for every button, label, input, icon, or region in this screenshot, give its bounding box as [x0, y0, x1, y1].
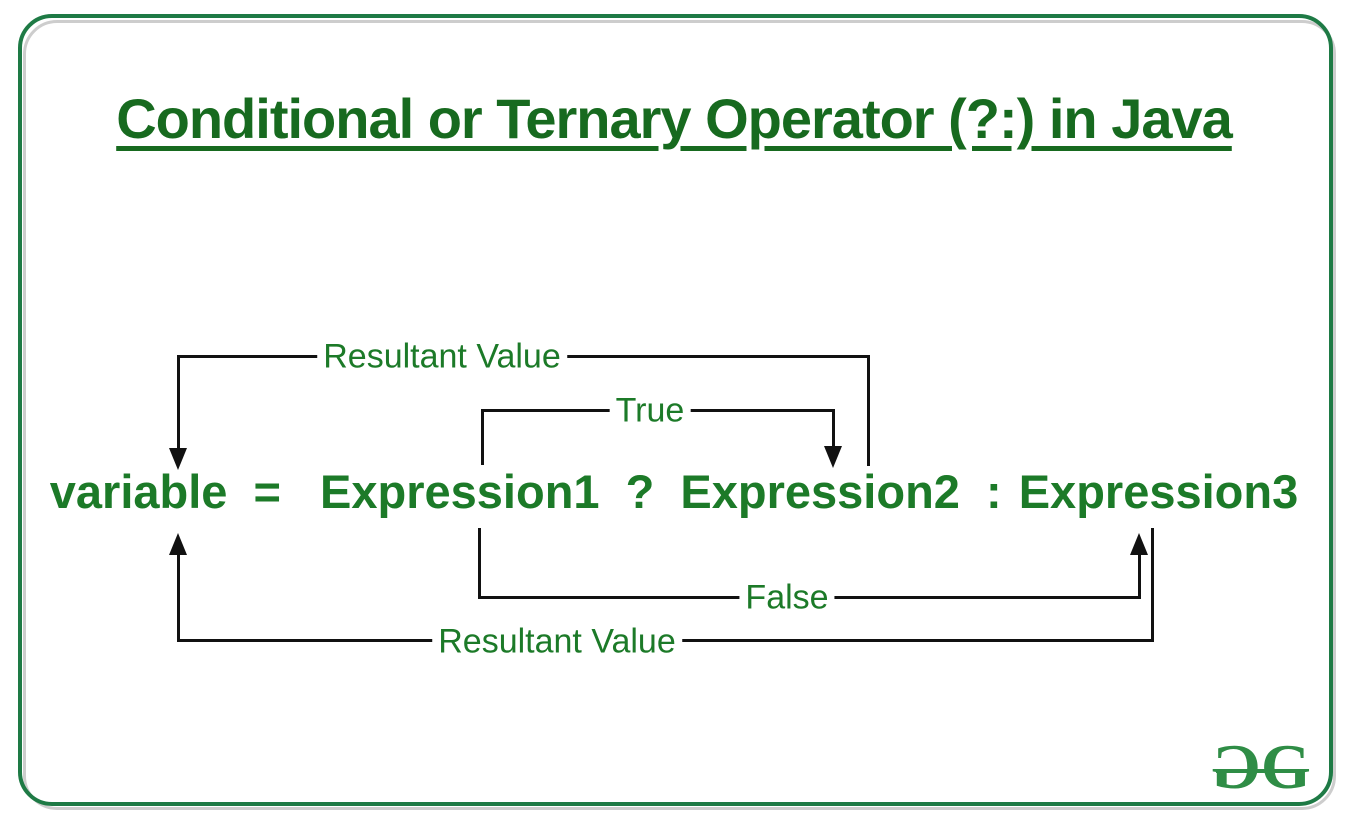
- false-label: False: [739, 578, 835, 618]
- bottom-resultant-arrowhead-up-icon: [169, 533, 187, 555]
- expression-equals: =: [253, 465, 281, 518]
- bottom-resultant-left-vline: [177, 554, 180, 642]
- card-border: [18, 14, 1333, 806]
- geeksforgeeks-logo-icon: GG: [1210, 731, 1312, 802]
- bottom-resultant-right-vline: [1151, 528, 1154, 642]
- top-resultant-label: Resultant Value: [317, 337, 567, 377]
- logo-letter-right: G: [1261, 731, 1311, 802]
- expression-expr3: Expression3: [1018, 465, 1299, 518]
- logo-crossbar: [1216, 769, 1302, 773]
- expression-colon: :: [985, 465, 1002, 518]
- true-label: True: [609, 391, 691, 431]
- expression-variable: variable: [49, 465, 228, 518]
- true-left-vline: [481, 409, 484, 465]
- expression-question-mark: ?: [625, 465, 655, 518]
- logo-letter-left: G: [1215, 731, 1261, 802]
- bottom-resultant-label: Resultant Value: [432, 622, 682, 662]
- false-right-vline: [1138, 554, 1141, 599]
- page-title: Conditional or Ternary Operator (?:) in …: [116, 87, 1233, 150]
- ternary-expression: variable = Expression1 ? Expression2 : E…: [0, 464, 1348, 519]
- expression-expr1: Expression1: [320, 465, 600, 518]
- expression-expr2: Expression2: [680, 465, 960, 518]
- top-resultant-arrowhead-down-icon: [169, 448, 187, 470]
- top-resultant-left-vline: [177, 355, 180, 450]
- false-left-vline: [478, 528, 481, 599]
- true-arrowhead-down-icon: [824, 446, 842, 468]
- top-resultant-right-vline: [867, 355, 870, 466]
- card-shadow: [23, 20, 1336, 810]
- true-right-vline: [832, 409, 835, 448]
- false-arrowhead-up-icon: [1130, 533, 1148, 555]
